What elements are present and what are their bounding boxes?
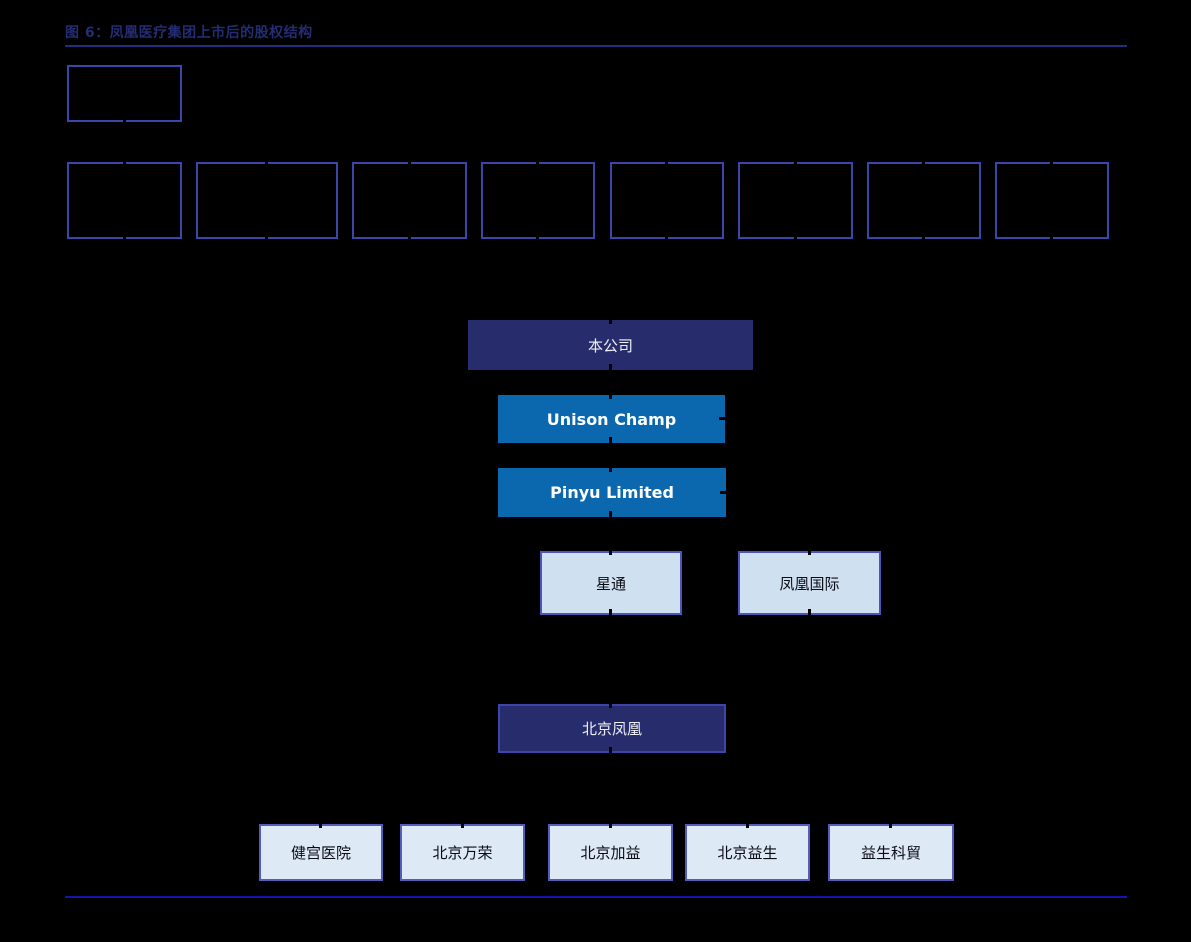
connector-tick <box>665 159 668 166</box>
connector-tick <box>408 234 411 241</box>
node-subsidiary-label: 北京加益 <box>580 844 641 862</box>
empty-box-shareholder-1 <box>67 162 182 239</box>
node-phoenix-international: 凤凰国际 <box>738 551 881 615</box>
empty-box-shareholder-7 <box>867 162 981 239</box>
connector-tick <box>265 159 268 166</box>
connector-tick <box>609 701 612 708</box>
connector-tick <box>1050 234 1053 241</box>
connector-tick <box>461 821 464 828</box>
connector-tick <box>922 159 925 166</box>
empty-box-legend <box>67 65 182 122</box>
node-parent-company: 本公司 <box>468 320 753 370</box>
connector-tick <box>794 159 797 166</box>
node-subsidiary-label: 北京万荣 <box>432 844 493 862</box>
footer-rule <box>65 896 1127 898</box>
empty-box-shareholder-8 <box>995 162 1109 239</box>
node-unison-champ: Unison Champ <box>498 395 725 443</box>
connector-tick <box>609 364 612 371</box>
node-pinyu-limited-label: Pinyu Limited <box>550 483 674 502</box>
connector-tick <box>609 548 612 555</box>
connector-tick <box>609 317 612 324</box>
node-pinyu-limited: Pinyu Limited <box>498 468 726 517</box>
connector-tick <box>123 159 126 166</box>
node-xingtong-label: 星通 <box>595 574 626 593</box>
connector-tick <box>609 609 612 616</box>
connector-tick <box>720 491 727 494</box>
header-rule <box>65 45 1127 47</box>
empty-box-shareholder-6 <box>738 162 853 239</box>
connector-tick <box>123 117 126 124</box>
figure-title: 图 6：凤凰医疗集团上市后的股权结构 <box>65 25 313 41</box>
node-subsidiary-jiangong-hospital: 健宫医院 <box>259 824 383 881</box>
connector-tick <box>609 437 612 444</box>
connector-tick <box>922 234 925 241</box>
node-subsidiary-beijing-wanrong: 北京万荣 <box>400 824 525 881</box>
connector-tick <box>609 821 612 828</box>
node-beijing-phoenix-label: 北京凤凰 <box>581 720 642 738</box>
connector-tick <box>665 234 668 241</box>
connector-tick <box>889 821 892 828</box>
node-subsidiary-label: 益生科貿 <box>860 844 921 862</box>
empty-box-shareholder-5 <box>610 162 724 239</box>
node-subsidiary-beijing-jiayi: 北京加益 <box>548 824 673 881</box>
empty-box-shareholder-4 <box>481 162 595 239</box>
node-subsidiary-label: 北京益生 <box>717 844 778 862</box>
connector-tick <box>536 234 539 241</box>
empty-box-shareholder-3 <box>352 162 467 239</box>
connector-tick <box>123 234 126 241</box>
connector-tick <box>609 511 612 518</box>
node-subsidiary-label: 健宫医院 <box>290 844 351 862</box>
node-parent-company-label: 本公司 <box>587 336 633 355</box>
connector-tick <box>719 417 726 420</box>
connector-tick <box>609 392 612 399</box>
node-unison-champ-label: Unison Champ <box>546 409 677 429</box>
connector-tick <box>808 548 811 555</box>
node-subsidiary-yisheng-kemao: 益生科貿 <box>828 824 954 881</box>
node-subsidiary-beijing-yisheng: 北京益生 <box>685 824 810 881</box>
connector-tick <box>319 821 322 828</box>
connector-tick <box>408 159 411 166</box>
connector-tick <box>746 821 749 828</box>
connector-tick <box>536 159 539 166</box>
connector-tick <box>808 609 811 616</box>
connector-tick <box>1050 159 1053 166</box>
node-phoenix-international-label: 凤凰国际 <box>779 574 840 593</box>
connector-tick <box>609 465 612 472</box>
connector-tick <box>794 234 797 241</box>
node-beijing-phoenix: 北京凤凰 <box>498 704 726 753</box>
connector-tick <box>609 747 612 754</box>
connector-tick <box>265 234 268 241</box>
node-xingtong: 星通 <box>540 551 682 615</box>
empty-box-shareholder-2 <box>196 162 338 239</box>
